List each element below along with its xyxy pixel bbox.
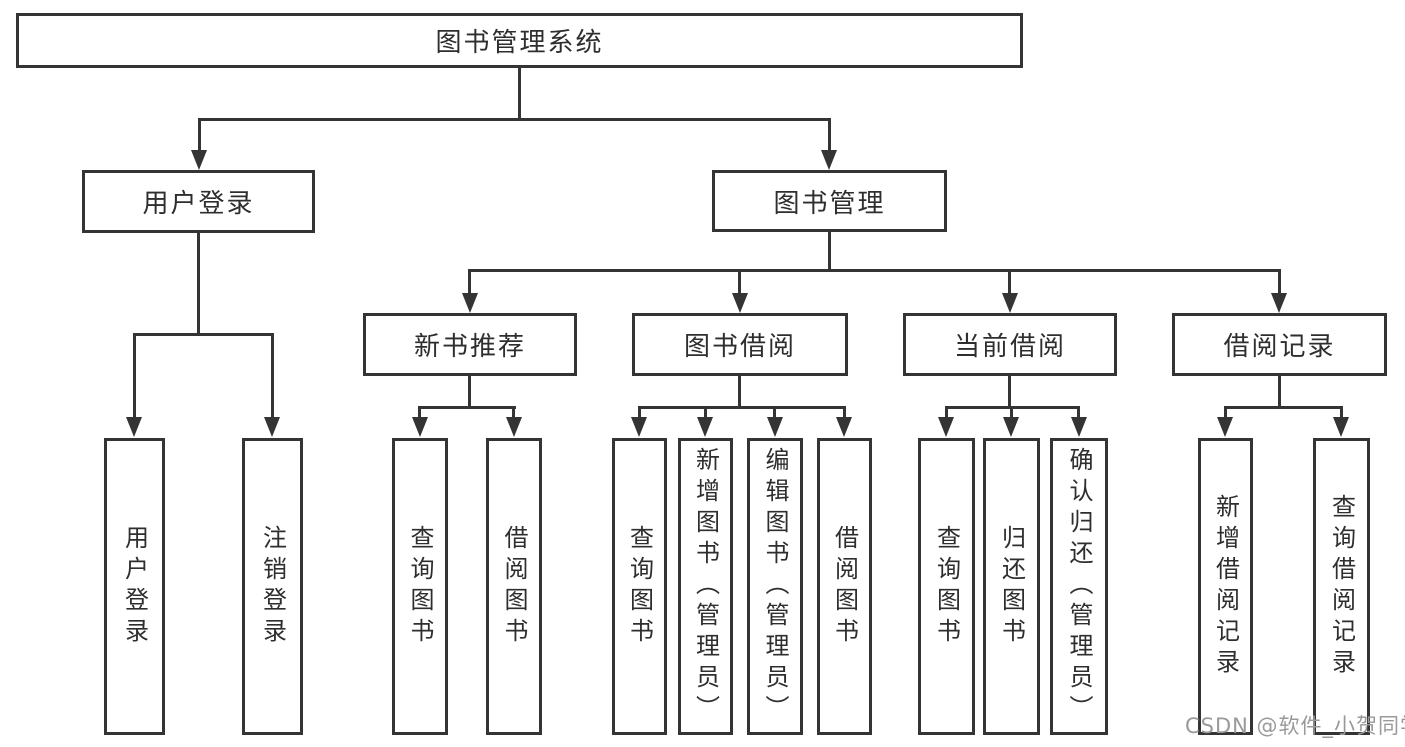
leaf-logout-label: 注销登录 bbox=[258, 524, 287, 649]
connector-root-shaft-right bbox=[828, 118, 831, 152]
leaf-borrow-books-recommend: 借阅图书 bbox=[486, 438, 542, 735]
leaf-edit-book-admin: 编辑图书（管理员） bbox=[747, 438, 803, 735]
leaf-logout: 注销登录 bbox=[242, 438, 303, 735]
connector-new-book-shaft-1 bbox=[418, 406, 421, 419]
node-book-management: 图书管理 bbox=[712, 170, 947, 232]
connector-user-login-shaft-2 bbox=[271, 333, 274, 419]
leaf-query-books-borrowing: 查询图书 bbox=[612, 438, 667, 735]
leaf-query-books-borrowing-label: 查询图书 bbox=[625, 524, 654, 649]
down-arrowhead bbox=[938, 417, 954, 437]
connector-book-mgmt-shaft-4 bbox=[1278, 269, 1281, 295]
down-arrowhead bbox=[631, 417, 647, 437]
leaf-add-book-admin: 新增图书（管理员） bbox=[678, 438, 733, 735]
leaf-query-books-recommend: 查询图书 bbox=[392, 438, 448, 735]
connector-book-mgmt-shaft-1 bbox=[468, 269, 471, 295]
down-arrowhead bbox=[264, 417, 280, 437]
down-arrowhead bbox=[821, 150, 837, 170]
connector-current-shaft-2 bbox=[1010, 406, 1013, 419]
leaf-borrow-books-recommend-label: 借阅图书 bbox=[500, 524, 528, 649]
leaf-borrow-books-borrowing-label: 借阅图书 bbox=[830, 524, 859, 649]
down-arrowhead bbox=[1002, 293, 1018, 313]
connector-book-mgmt-shaft-2 bbox=[738, 269, 741, 295]
node-borrow-records-label: 借阅记录 bbox=[1223, 332, 1336, 362]
down-arrowhead bbox=[191, 150, 207, 170]
node-user-login: 用户登录 bbox=[82, 170, 315, 233]
down-arrowhead bbox=[836, 417, 852, 437]
connector-new-book-shaft-2 bbox=[512, 406, 515, 419]
csdn-watermark: CSDN @软件_小贺同学 bbox=[1185, 714, 1405, 738]
connector-root-shaft-left bbox=[198, 118, 201, 152]
leaf-query-borrow-record: 查询借阅记录 bbox=[1313, 438, 1370, 735]
node-user-login-label: 用户登录 bbox=[142, 189, 255, 219]
down-arrowhead bbox=[697, 417, 713, 437]
connector-records-split bbox=[1224, 406, 1343, 409]
connector-records-shaft-1 bbox=[1224, 406, 1227, 419]
node-root: 图书管理系统 bbox=[16, 13, 1023, 68]
down-arrowhead bbox=[1217, 417, 1233, 437]
down-arrowhead bbox=[462, 293, 478, 313]
down-arrowhead bbox=[732, 293, 748, 313]
node-current-borrowing-label: 当前借阅 bbox=[953, 332, 1066, 362]
connector-new-book-split bbox=[420, 406, 516, 409]
down-arrowhead bbox=[767, 417, 783, 437]
leaf-return-books-label: 归还图书 bbox=[997, 524, 1026, 649]
leaf-borrow-books-borrowing: 借阅图书 bbox=[817, 438, 872, 735]
down-arrowhead bbox=[1333, 417, 1349, 437]
leaf-query-books-current-label: 查询图书 bbox=[932, 524, 961, 649]
leaf-confirm-return-admin-label: 确认归还（管理员） bbox=[1065, 447, 1093, 726]
down-arrowhead bbox=[506, 417, 522, 437]
connector-book-mgmt-drop bbox=[828, 232, 831, 271]
leaf-return-books: 归还图书 bbox=[983, 438, 1040, 735]
connector-user-login-drop bbox=[197, 233, 200, 335]
leaf-query-borrow-record-label: 查询借阅记录 bbox=[1327, 493, 1356, 680]
connector-root-drop bbox=[518, 68, 521, 120]
leaf-user-login-label: 用户登录 bbox=[120, 524, 149, 649]
node-book-management-label: 图书管理 bbox=[773, 188, 886, 219]
leaf-add-borrow-record-label: 新增借阅记录 bbox=[1211, 493, 1240, 680]
leaf-user-login: 用户登录 bbox=[104, 438, 165, 735]
connector-current-drop bbox=[1008, 376, 1011, 408]
connector-records-shaft-2 bbox=[1340, 406, 1343, 419]
down-arrowhead bbox=[1003, 417, 1019, 437]
connector-user-login-shaft-1 bbox=[133, 333, 136, 419]
node-root-label: 图书管理系统 bbox=[435, 28, 604, 58]
down-arrowhead bbox=[412, 417, 428, 437]
leaf-query-books-current: 查询图书 bbox=[918, 438, 975, 735]
node-borrow-records: 借阅记录 bbox=[1172, 313, 1387, 376]
connector-borrowing-shaft-4 bbox=[843, 406, 846, 419]
down-arrowhead bbox=[1071, 417, 1087, 437]
connector-records-drop bbox=[1278, 376, 1281, 408]
leaf-edit-book-admin-label: 编辑图书（管理员） bbox=[761, 447, 789, 726]
connector-borrowing-shaft-3 bbox=[773, 406, 776, 419]
leaf-add-book-admin-label: 新增图书（管理员） bbox=[691, 447, 720, 726]
leaf-query-books-recommend-label: 查询图书 bbox=[406, 524, 434, 649]
down-arrowhead bbox=[126, 417, 142, 437]
node-new-book-recommend: 新书推荐 bbox=[363, 313, 577, 376]
connector-borrowing-shaft-1 bbox=[638, 406, 641, 419]
node-new-book-recommend-label: 新书推荐 bbox=[413, 332, 526, 362]
connector-root-split bbox=[198, 118, 831, 121]
node-book-borrowing-label: 图书借阅 bbox=[683, 332, 796, 362]
connector-borrowing-drop bbox=[738, 376, 741, 408]
connector-new-book-drop bbox=[468, 376, 471, 408]
connector-borrowing-split bbox=[638, 406, 846, 409]
leaf-confirm-return-admin: 确认归还（管理员） bbox=[1050, 438, 1108, 735]
node-current-borrowing: 当前借阅 bbox=[903, 313, 1117, 376]
connector-current-shaft-3 bbox=[1077, 406, 1080, 419]
leaf-add-borrow-record: 新增借阅记录 bbox=[1198, 438, 1253, 735]
connector-book-mgmt-split bbox=[468, 269, 1281, 272]
connector-current-shaft-1 bbox=[945, 406, 948, 419]
connector-book-mgmt-shaft-3 bbox=[1008, 269, 1011, 295]
connector-user-login-split bbox=[133, 333, 274, 336]
connector-borrowing-shaft-2 bbox=[704, 406, 707, 419]
down-arrowhead bbox=[1271, 293, 1287, 313]
node-book-borrowing: 图书借阅 bbox=[632, 313, 848, 376]
